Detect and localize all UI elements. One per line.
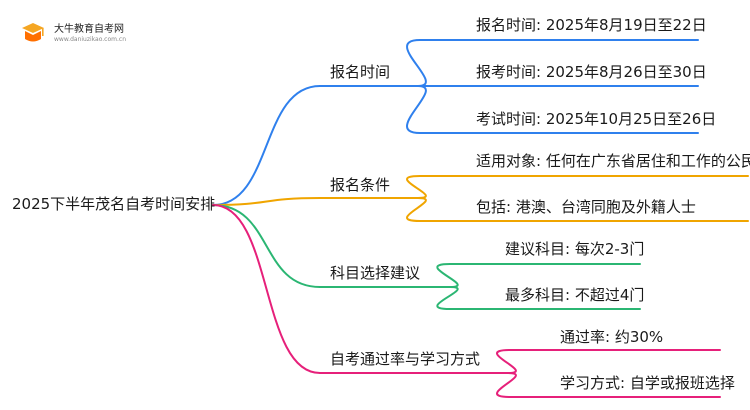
leaf-subject-advice-2: 最多科目: 不超过4门 xyxy=(505,286,645,304)
root-node: 2025下半年茂名自考时间安排 xyxy=(12,195,216,213)
leaf-register-time-1: 报名时间: 2025年8月19日至22日 xyxy=(476,16,707,34)
edge-root-subject-advice xyxy=(212,204,321,288)
edge-register-time-leaf-3 xyxy=(406,85,427,134)
edge-register-condition-leaf-2 xyxy=(406,197,427,222)
edge-root-register-time xyxy=(212,85,321,206)
branch-subject-advice: 科目选择建议 xyxy=(330,264,421,282)
logo-url: www.daniuzikao.com.cn xyxy=(54,36,126,43)
leaf-register-time-2: 报考时间: 2025年8月26日至30日 xyxy=(476,63,707,81)
leaf-register-time-3: 考试时间: 2025年10月25日至26日 xyxy=(476,110,717,128)
edge-root-register-condition xyxy=(212,197,321,206)
edge-register-time-leaf-1 xyxy=(406,39,427,87)
leaf-pass-rate-2: 学习方式: 自学或报班选择 xyxy=(560,374,735,392)
edge-subject-advice-leaf-1 xyxy=(436,263,459,288)
leaf-subject-advice-1: 建议科目: 每次2-3门 xyxy=(505,240,645,258)
branch-pass-rate: 自考通过率与学习方式 xyxy=(330,350,481,368)
leaf-register-condition-1: 适用对象: 任何在广东省居住和工作的公民 xyxy=(476,152,750,170)
branch-register-time: 报名时间 xyxy=(330,63,391,81)
graduation-book-icon xyxy=(22,23,44,42)
logo-title: 大牛教育自考网 xyxy=(54,24,124,35)
edge-pass-rate-leaf-1 xyxy=(496,349,517,374)
edge-subject-advice-leaf-2 xyxy=(436,286,459,310)
edge-pass-rate-leaf-2 xyxy=(496,372,517,398)
leaf-pass-rate-1: 通过率: 约30% xyxy=(560,328,664,346)
logo: 大牛教育自考网 www.daniuzikao.com.cn xyxy=(14,16,174,50)
edge-register-condition-leaf-1 xyxy=(406,175,427,199)
edge-root-pass-rate xyxy=(212,204,321,374)
leaf-register-condition-2: 包括: 港澳、台湾同胞及外籍人士 xyxy=(476,198,696,216)
branch-register-condition: 报名条件 xyxy=(330,176,391,194)
